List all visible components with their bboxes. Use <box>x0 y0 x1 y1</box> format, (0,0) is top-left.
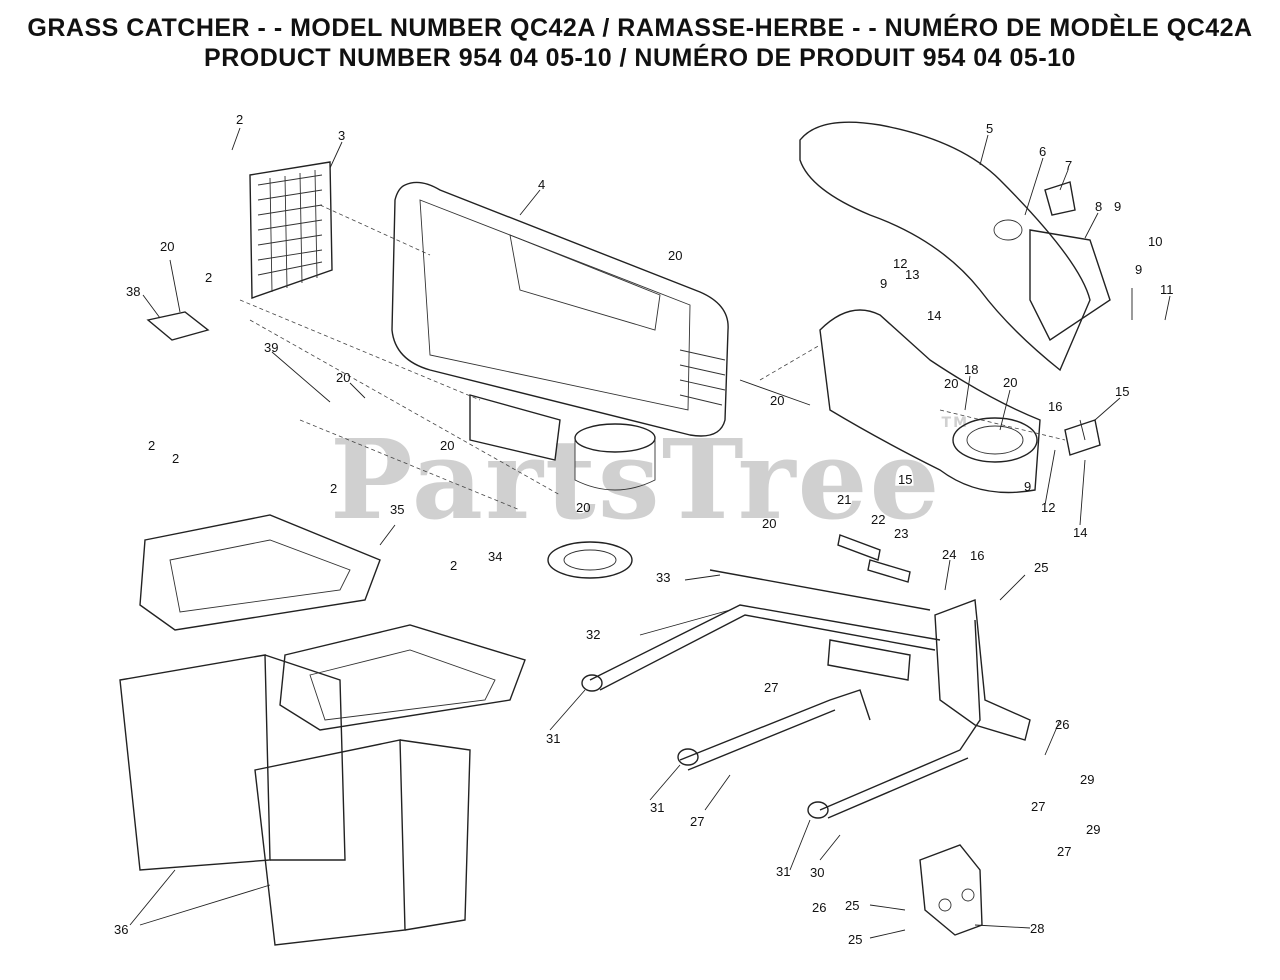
small-bracket <box>146 311 210 341</box>
callout: 28 <box>1030 921 1044 936</box>
callout: 14 <box>927 308 941 323</box>
callout: 20 <box>762 516 776 531</box>
callout: 2 <box>236 112 243 127</box>
callout: 30 <box>810 865 824 880</box>
callout: 15 <box>898 472 912 487</box>
callout: 34 <box>488 549 502 564</box>
callout: 11 <box>1160 282 1174 297</box>
callout: 2 <box>205 270 212 285</box>
callout: 20 <box>944 376 958 391</box>
callout: 20 <box>160 239 174 254</box>
callout: 12 <box>1041 500 1055 515</box>
callout: 16 <box>1048 399 1062 414</box>
callout: 36 <box>114 922 128 937</box>
callout: 12 <box>893 256 907 271</box>
callout: 10 <box>1148 234 1162 249</box>
catcher-lid <box>391 181 729 491</box>
callout: 15 <box>1115 384 1129 399</box>
bag-right <box>254 624 526 946</box>
callout: 27 <box>690 814 704 829</box>
callout: 39 <box>264 340 278 355</box>
callout: 25 <box>848 932 862 947</box>
leader-lines <box>129 127 1171 939</box>
callout: 20 <box>1003 375 1017 390</box>
callout: 9 <box>1114 199 1121 214</box>
callout: 27 <box>1057 844 1071 859</box>
callout: 2 <box>172 451 179 466</box>
callout: 3 <box>338 128 345 143</box>
callout: 26 <box>812 900 826 915</box>
callout: 8 <box>1095 199 1102 214</box>
callout: 20 <box>770 393 784 408</box>
callout: 24 <box>942 547 956 562</box>
diagram-subtitle: PRODUCT NUMBER 954 04 05-10 / NUMÉRO DE … <box>204 44 1076 72</box>
callout: 26 <box>1055 717 1069 732</box>
part-callouts: 2 3 4 5 6 7 8 9 10 9 11 12 13 9 14 20 20… <box>114 112 1174 947</box>
callout: 20 <box>576 500 590 515</box>
discharge-chute <box>799 121 1111 372</box>
callout: 22 <box>871 512 885 527</box>
callout: 21 <box>837 492 851 507</box>
callout: 13 <box>905 267 919 282</box>
callout: 20 <box>336 370 350 385</box>
callout: 33 <box>656 570 670 585</box>
callout: 9 <box>880 276 887 291</box>
callout: 16 <box>970 548 984 563</box>
callout: 20 <box>440 438 454 453</box>
callout: 23 <box>894 526 908 541</box>
callout: 6 <box>1039 144 1046 159</box>
callout: 18 <box>964 362 978 377</box>
callout: 9 <box>1024 479 1031 494</box>
callout: 25 <box>1034 560 1048 575</box>
callout: 20 <box>668 248 682 263</box>
callout: 35 <box>390 502 404 517</box>
watermark: PartsTreeTM <box>330 415 969 544</box>
callout: 29 <box>1086 822 1100 837</box>
bag-left <box>119 514 381 871</box>
callout: 31 <box>776 864 790 879</box>
mounting-frame <box>581 599 1031 819</box>
callout: 32 <box>586 627 600 642</box>
callout: 27 <box>764 680 778 695</box>
callout: 38 <box>126 284 140 299</box>
callout: 9 <box>1135 262 1142 277</box>
callout: 2 <box>148 438 155 453</box>
rod-part <box>709 569 931 611</box>
callout: 14 <box>1073 525 1087 540</box>
callout: 2 <box>450 558 457 573</box>
callout: 5 <box>986 121 993 136</box>
callout: 4 <box>538 177 545 192</box>
callout: 7 <box>1065 158 1072 173</box>
diagram-title: GRASS CATCHER - - MODEL NUMBER QC42A / R… <box>27 14 1253 42</box>
callout: 29 <box>1080 772 1094 787</box>
callout: 25 <box>845 898 859 913</box>
ring-part <box>547 541 633 579</box>
screen-panel <box>249 161 333 299</box>
callout: 31 <box>546 731 560 746</box>
callout: 27 <box>1031 799 1045 814</box>
adapter-housing <box>819 309 1101 494</box>
bracket-part <box>919 844 983 936</box>
callout: 31 <box>650 800 664 815</box>
callout: 2 <box>330 481 337 496</box>
